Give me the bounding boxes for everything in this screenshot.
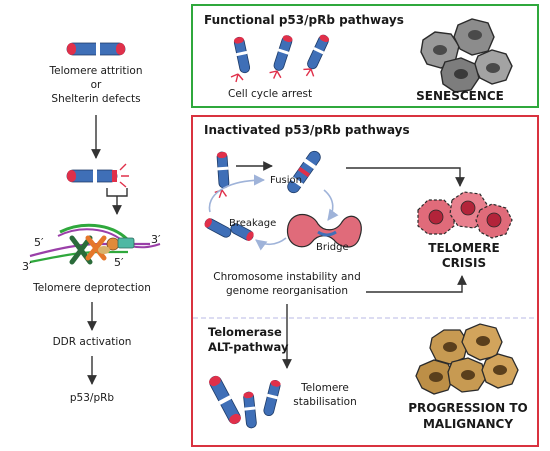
attrition-label: Telomere attrition [48, 65, 142, 77]
cycle-arrow-fusion-bridge [323, 189, 339, 221]
left-column: Telomere attrition or Shelterin defects [22, 42, 161, 404]
fused-chromosome-icon [287, 150, 321, 194]
stabilisation-label-1: Telomere [300, 382, 349, 394]
progression-label-1: PROGRESSION TO [408, 401, 528, 415]
arrested-chromosomes-icon [230, 32, 332, 83]
bracket-arrow [106, 188, 128, 214]
telomerase-label: Telomerase [208, 325, 282, 339]
shelterin-label: Shelterin defects [51, 93, 140, 105]
chromosome-damaged-icon [66, 163, 129, 188]
broken-chromosome-icon [204, 218, 254, 241]
progression-label-2: MALIGNANCY [423, 417, 513, 431]
cycle-arrow-bridge-breakage [255, 237, 287, 251]
instability-label-1: Chromosome instability and [213, 271, 361, 283]
crisis-label-2: CRISIS [442, 256, 486, 270]
functional-pathway-box: Functional p53/pRb pathways Cell cycle a… [191, 4, 539, 108]
alt-pathway-label: ALT-pathway [208, 340, 289, 354]
stabilised-chromosomes-icon [206, 373, 283, 429]
crisis-cells-icon [417, 191, 513, 239]
fusion-label: Fusion [270, 175, 302, 186]
strand-5-left: 5′ [34, 236, 44, 249]
or-label: or [91, 79, 102, 91]
inactivated-pathway-box: Inactivated p53/pRb pathways Fusion Brid… [191, 115, 539, 447]
crisis-label-1: TELOMERE [428, 241, 499, 255]
stabilisation-label-2: stabilisation [293, 396, 356, 408]
strand-3-left: 3′ [22, 260, 32, 273]
malignant-cells-icon [415, 323, 519, 395]
functional-title: Functional p53/pRb pathways [204, 13, 404, 27]
arrow-fusion-to-crisis [346, 167, 465, 187]
breakage-label: Breakage [229, 218, 276, 229]
senescence-label: SENESCENCE [416, 89, 504, 103]
deprotection-label: Telomere deprotection [32, 282, 151, 294]
bridge-icon [286, 213, 362, 248]
telomere-complex-icon [29, 223, 161, 265]
inactivated-title: Inactivated p53/pRb pathways [204, 123, 410, 137]
instability-label-2: genome reorganisation [226, 285, 348, 297]
strand-5-right: 5′ [114, 256, 124, 269]
cell-cycle-arrest-label: Cell cycle arrest [228, 88, 312, 100]
strand-3-right: 3′ [151, 233, 161, 246]
ddr-label: DDR activation [53, 336, 132, 348]
chromosome-intact-icon [66, 42, 126, 56]
arrow-instability-to-crisis [366, 275, 467, 293]
chromosome-uncapped-icon [215, 151, 231, 189]
bridge-label: Bridge [316, 242, 349, 253]
p53-label: p53/pRb [70, 392, 115, 404]
senescent-cells-icon [420, 18, 513, 93]
cycle-arrow-breakage-fusion [208, 174, 266, 213]
